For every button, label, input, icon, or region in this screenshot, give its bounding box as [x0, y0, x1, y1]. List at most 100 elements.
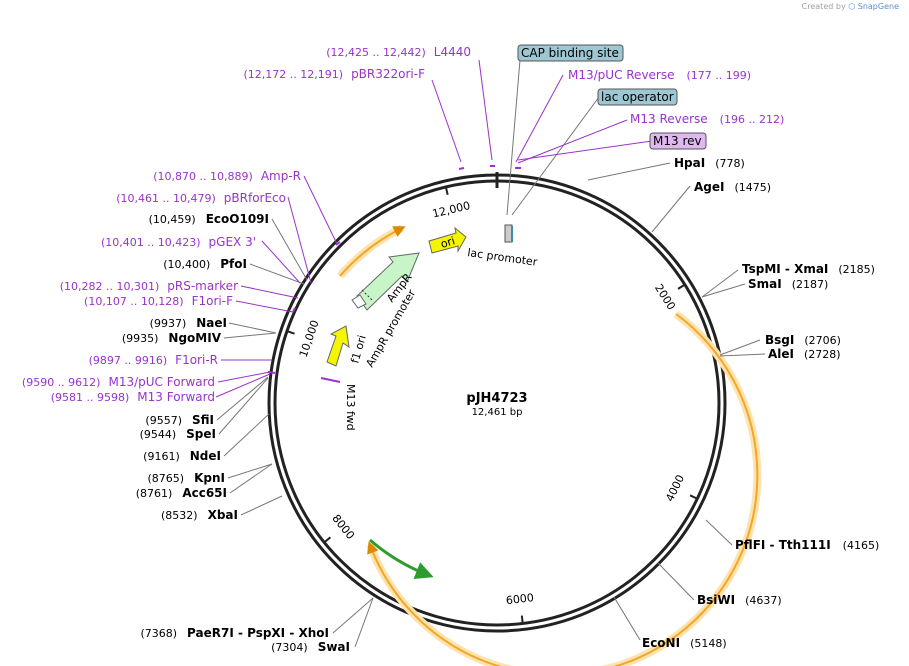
enzyme-pflfi-tth111i[interactable]: PflFI - Tth111I(4165) — [735, 538, 879, 552]
primer-pbr322ori-f[interactable]: (12,172 .. 12,191)pBR322ori-F — [244, 67, 426, 81]
primer-m13-forward[interactable]: (9581 .. 9598)M13 Forward — [51, 390, 215, 404]
primer-l4440[interactable]: (12,425 .. 12,442)L4440 — [326, 45, 471, 59]
ruler-tick — [323, 536, 332, 544]
primer-amp-r[interactable]: (10,870 .. 10,889)Amp-R — [153, 169, 301, 183]
ruler-tick — [286, 330, 295, 335]
leader-m13-rev-feat — [517, 119, 628, 164]
leader-hpai — [587, 162, 671, 181]
enzyme-acc65i[interactable]: (8761)Acc65I — [136, 486, 227, 500]
enzyme-econi[interactable]: EcoNI(5148) — [642, 636, 727, 650]
leader-amp-r — [303, 175, 338, 245]
credit-brand: SnapGene — [857, 2, 899, 11]
enzyme-bsiwi[interactable]: BsiWI(4637) — [697, 593, 782, 607]
m13-rev-label: M13 rev — [653, 134, 702, 148]
leader-bsgi — [719, 339, 761, 356]
primer-labels: (12,425 .. 12,442)L4440 (12,172 .. 12,19… — [22, 45, 784, 404]
leader-pflfi — [705, 519, 733, 546]
enzyme-bsgi[interactable]: BsgI(2706) — [765, 333, 841, 347]
m13-fwd-mark — [320, 377, 341, 383]
lac-operator-label: lac operator — [601, 90, 674, 104]
m13-fwd-label: M13 fwd — [344, 384, 357, 431]
snapgene-logo-icon: ⬡ — [848, 2, 856, 11]
leader-prs-marker — [240, 285, 299, 299]
leader-xhoi — [332, 597, 374, 634]
ruler-label: 2000 — [652, 282, 678, 313]
enzyme-tspmi-xmai[interactable]: TspMI - XmaI(2185) — [742, 262, 875, 276]
ruler-label: 10,000 — [297, 318, 322, 359]
leader-spei — [218, 377, 269, 435]
primer-f1ori-f[interactable]: (10,107 .. 10,128)F1ori-F — [84, 294, 233, 308]
enzyme-xbai[interactable]: (8532)XbaI — [161, 508, 238, 522]
leader-xmai — [701, 269, 739, 298]
leader-acc65i — [229, 463, 273, 494]
enzyme-spei[interactable]: (9544)SpeI — [140, 427, 216, 441]
leader-econi — [613, 596, 641, 641]
lac-promoter-label: lac promoter — [467, 246, 539, 269]
f1-ori-arrow — [326, 325, 350, 367]
enzyme-alei[interactable]: AleI(2728) — [768, 347, 841, 361]
ampr-promoter-arrow — [351, 294, 367, 309]
ruler-label: 8000 — [329, 512, 357, 542]
enzyme-ngomiv[interactable]: (9935)NgoMIV — [122, 331, 222, 345]
orf-arcs — [336, 224, 762, 666]
leader-pgex3 — [261, 240, 301, 284]
leader-pbrforeco — [287, 196, 312, 284]
ruler-label: 12,000 — [431, 199, 471, 221]
ruler-label: 4000 — [663, 473, 687, 504]
leader-naei — [228, 322, 277, 334]
ruler-tick — [444, 186, 449, 195]
leader-alei — [719, 353, 766, 357]
enzyme-ecoo109i[interactable]: (10,459)EcoO109I — [149, 212, 269, 226]
orf-arc-right-core — [367, 313, 759, 666]
m13-rev-box[interactable] — [649, 132, 707, 150]
leader-lines — [215, 59, 766, 648]
lac-operator-box[interactable] — [597, 88, 678, 106]
enzyme-smai[interactable]: SmaI(2187) — [748, 277, 828, 291]
primer-m13puc-reverse[interactable]: M13/pUC Reverse(177 .. 199) — [568, 68, 751, 82]
leader-swai — [354, 597, 374, 648]
enzyme-sfii[interactable]: (9557)SfiI — [145, 413, 214, 427]
cap-binding-site-box[interactable] — [517, 44, 624, 62]
plasmid-name: pJH4723 — [466, 391, 527, 406]
primer-f1ori-r[interactable]: (9897 .. 9916)F1ori-R — [89, 353, 218, 367]
enzyme-naei[interactable]: (9937)NaeI — [150, 316, 227, 330]
leader-cap — [506, 59, 521, 216]
leader-f1ori-f — [235, 300, 294, 313]
ori-arrow — [428, 226, 467, 254]
primer-pgex3[interactable]: (10,401 .. 10,423)pGEX 3' — [101, 235, 256, 249]
ruler-label: 6000 — [505, 591, 534, 607]
enzyme-hpai[interactable]: HpaI(778) — [674, 156, 745, 170]
enzyme-pfoi[interactable]: (10,400)PfoI — [163, 257, 247, 271]
orf-arc-topleft-core — [339, 226, 406, 277]
enzyme-ndei[interactable]: (9161)NdeI — [143, 449, 221, 463]
enzyme-swai[interactable]: (7304)SwaI — [271, 640, 350, 654]
primer-prs-marker[interactable]: (10,282 .. 10,301)pRS-marker — [60, 279, 238, 293]
leader-agei — [651, 185, 691, 233]
boxed-features: CAP binding site lac operator M13 rev — [517, 44, 707, 150]
primer-m13puc-forward[interactable]: (9590 .. 9612)M13/pUC Forward — [22, 375, 215, 389]
credit-text: Created by — [801, 2, 846, 11]
leader-pbr322ori-f — [431, 79, 462, 163]
enzyme-kpni[interactable]: (8765)KpnI — [148, 471, 225, 485]
enzyme-labels-right: HpaI(778) AgeI(1475) TspMI - XmaI(2185) … — [642, 156, 879, 650]
primer-m13-reverse[interactable]: M13 Reverse(196 .. 212) — [630, 112, 784, 126]
leader-pfoi — [249, 263, 305, 285]
leader-smai — [701, 283, 746, 298]
orf-arc-green — [369, 538, 434, 580]
leader-m13-fwd — [215, 373, 271, 398]
primer-pbrforeco[interactable]: (10,461 .. 10,479)pBRforEco — [116, 191, 286, 205]
leader-bsiwi — [657, 562, 695, 601]
ruler-tick — [689, 494, 698, 500]
enzyme-agei[interactable]: AgeI(1475) — [694, 180, 771, 194]
lac-promoter-mark — [504, 224, 513, 243]
leader-kpni — [227, 463, 273, 479]
mark-amp-r — [335, 241, 341, 246]
leader-xbai — [240, 495, 283, 516]
cap-binding-site-label: CAP binding site — [521, 46, 619, 60]
leader-m13puc-rev — [515, 74, 564, 163]
leader-m13puc-fwd — [217, 371, 271, 383]
ruler-tick — [520, 615, 524, 624]
enzyme-paer7i-pspxi-xhoi[interactable]: (7368)PaeR7I - PspXI - XhoI — [140, 626, 329, 640]
snapgene-credit: Created by ⬡ SnapGene — [802, 2, 899, 11]
